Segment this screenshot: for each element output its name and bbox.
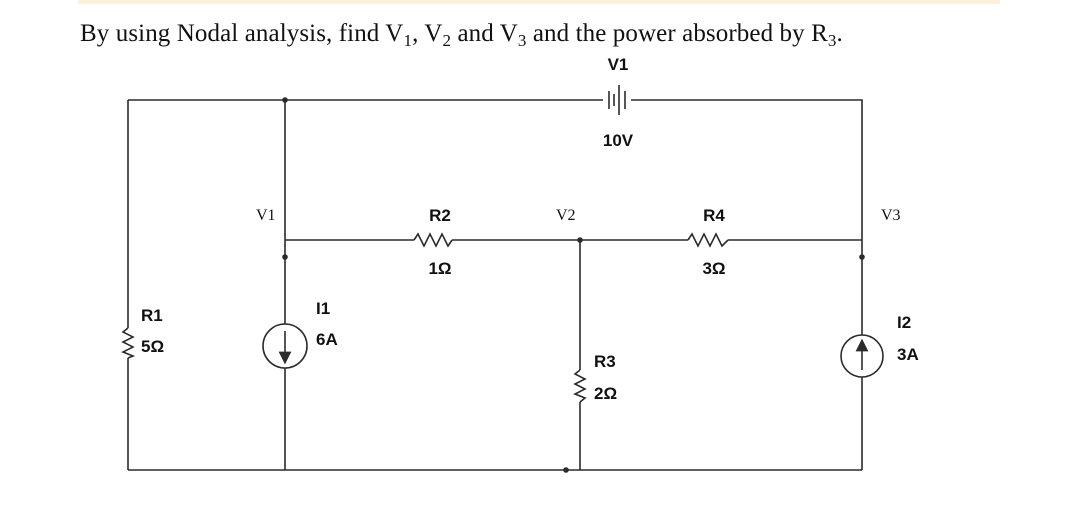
i2-name-label: I2 (897, 313, 911, 332)
junction-dot (282, 254, 288, 260)
r3-name-label: R3 (594, 352, 616, 371)
node-label-v1: V1 (256, 207, 276, 224)
battery-name-label: V1 (608, 55, 629, 74)
current-source-i1 (262, 323, 308, 369)
r3-value-label: 2Ω (594, 384, 617, 403)
r2-name-label: R2 (429, 206, 451, 225)
top-highlight-bar (78, 0, 1000, 4)
battery-v1 (608, 85, 626, 115)
junction-dot (282, 97, 288, 103)
r2-value-label: 1Ω (428, 259, 451, 278)
r4-value-label: 3Ω (702, 259, 725, 278)
junction-dot (563, 467, 569, 473)
r1-value-label: 5Ω (141, 337, 164, 356)
question-text: By using Nodal analysis, find V1, V2 and… (80, 20, 843, 50)
resistor-r1 (121, 327, 136, 359)
resistor-r2 (413, 232, 453, 248)
junction-dot (577, 237, 583, 243)
node-label-v2: V2 (556, 207, 576, 224)
wire-top-right (631, 99, 863, 470)
i2-value-label: 3A (897, 345, 919, 364)
resistor-r3 (573, 369, 587, 403)
node-label-v3: V3 (881, 207, 901, 224)
i1-name-label: I1 (316, 299, 330, 318)
battery-value-label: 10V (603, 131, 634, 150)
r1-name-label: R1 (141, 306, 163, 325)
i1-value-label: 6A (316, 330, 338, 349)
junction-dot (859, 254, 865, 260)
resistor-r4 (687, 232, 729, 248)
r4-name-label: R4 (703, 206, 725, 225)
